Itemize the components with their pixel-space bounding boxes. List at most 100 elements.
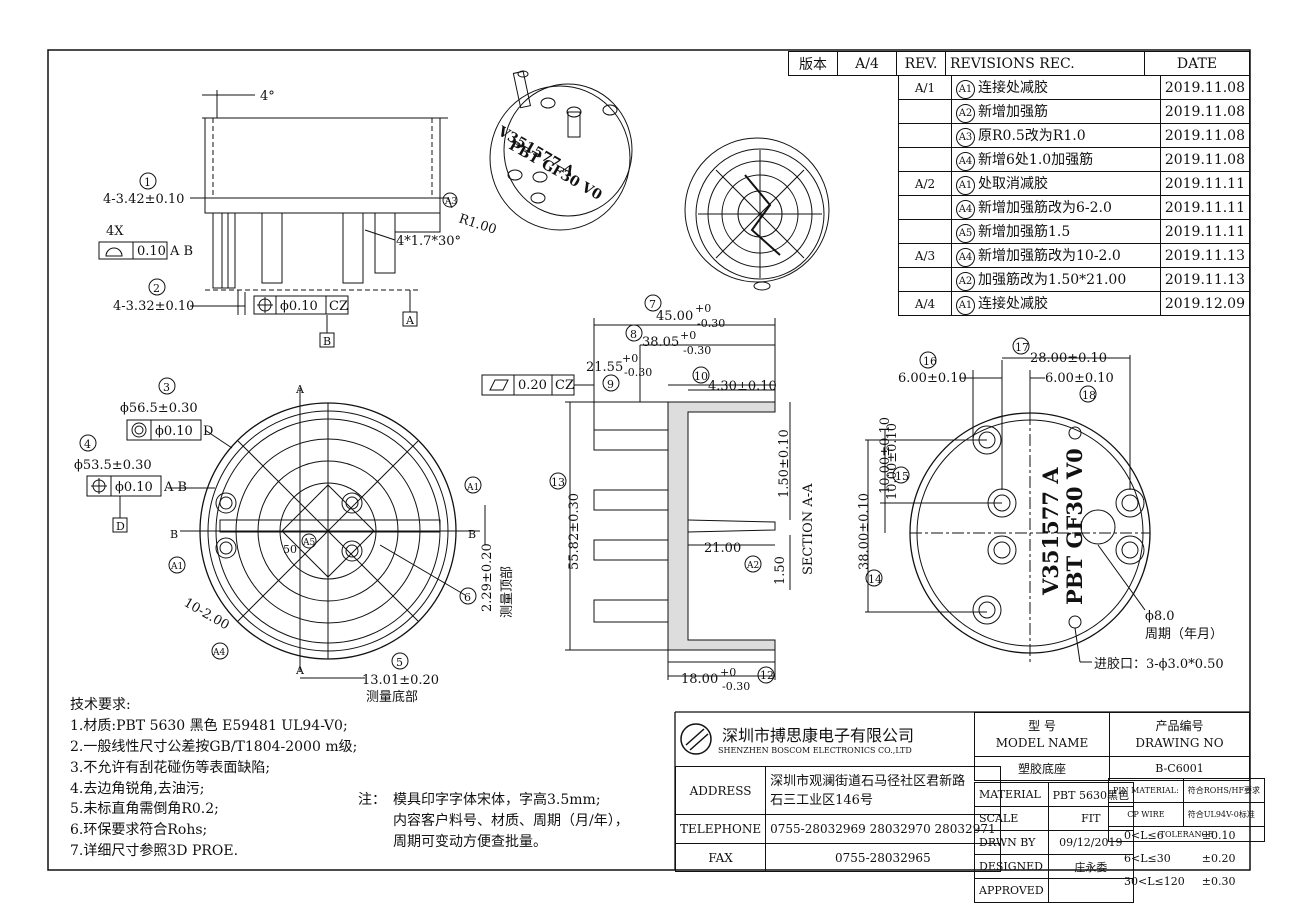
chamfer-dim: 4*1.7*30° <box>396 234 461 249</box>
callout-1: 1 <box>144 176 151 189</box>
callout-6: 6 <box>464 591 471 604</box>
dim-150b: 1.50 <box>773 556 788 585</box>
model-label-en: MODEL NAME <box>995 735 1089 750</box>
date-cell: 2019.11.11 <box>1159 195 1251 220</box>
rev-cell: A/4 <box>898 291 952 316</box>
dim-8-upper: +0 <box>680 329 696 342</box>
table-row: 30<L≤120±0.30 <box>1120 870 1245 893</box>
dim-14: 38.00±0.10 <box>857 493 872 570</box>
bottom-view-labels: 3 ϕ56.5±0.30 ϕ0.10 D 4 ϕ53.5±0.30 ϕ0.10 … <box>74 381 515 705</box>
approved-value <box>1047 878 1134 903</box>
rev-cell <box>898 123 952 148</box>
records-header: REVISIONS REC. <box>945 51 1145 76</box>
record-text: 新增加强筋改为10-2.0 <box>978 247 1121 264</box>
wire-value: 符合UL94V-0标准 <box>1182 802 1266 827</box>
callout-2: 2 <box>153 282 160 295</box>
company-name-cn: 深圳市搏思康电子有限公司 <box>722 726 915 745</box>
date-cell: 2019.11.13 <box>1159 243 1251 268</box>
callout-15: 15 <box>895 470 909 483</box>
pin-label: PIN MATERIAL: <box>1108 778 1184 803</box>
dim-9-lower: -0.30 <box>624 366 652 379</box>
record-text: 连接处减胶 <box>978 79 1048 96</box>
date-cell: 2019.11.13 <box>1159 267 1251 292</box>
callout-8: 8 <box>630 328 637 341</box>
section-labels: 7 45.00 +0 -0.30 8 38.05 +0 -0.30 21.55 … <box>518 298 816 693</box>
drawn-label: DRWN BY <box>974 830 1049 855</box>
rev-cell <box>898 219 952 244</box>
section-label: SECTION A-A <box>801 483 816 575</box>
rev-mark: A2 <box>956 103 975 123</box>
rev-mark-a3: A3 <box>444 197 457 207</box>
note-line: 模具印字字体宋体，字高3.5mm; <box>393 791 601 808</box>
rev-mark-a2: A2 <box>746 561 759 571</box>
record-text: 原R0.5改为R1.0 <box>978 127 1086 144</box>
product-header: 产品编号 DRAWING NO <box>1109 712 1250 757</box>
dim-17: 28.00±0.10 <box>1030 351 1107 366</box>
dim-5: 13.01±0.20 <box>362 673 439 688</box>
callout-17: 17 <box>1015 341 1029 354</box>
position-value: ϕ0.10 <box>280 299 318 314</box>
rev-header: REV. <box>896 51 946 76</box>
company-logo <box>680 723 712 755</box>
dim-17b: 6.00±0.10 <box>1045 371 1114 386</box>
rev-mark-a1-right: A1 <box>466 483 479 493</box>
tech-notes: 技术要求: 1.材质:PBT 5630 黑色 E59481 UL94-V0; 2… <box>70 697 357 859</box>
date-header: DATE <box>1144 51 1250 76</box>
date-cell: 2019.11.11 <box>1159 219 1251 244</box>
rev-cell: A/2 <box>898 171 952 196</box>
revision-table: 版本 A/4 REV. REVISIONS REC. DATE <box>788 51 1250 76</box>
section-a-bottom: A <box>295 664 305 677</box>
date-cell: 2019.12.09 <box>1159 291 1251 316</box>
position4-value: ϕ0.10 <box>115 480 153 495</box>
telephone-value: 0755-28032969 28032970 28032971 <box>765 814 1001 844</box>
dim-5-note: 测量底部 <box>366 689 418 705</box>
dim-6-note: 测量顶部 <box>500 566 515 618</box>
rev-mark: A4 <box>956 247 975 267</box>
dim-16: 6.00±0.10 <box>898 371 967 386</box>
tech-item: 3.不允许有刮花碰伤等表面缺陷; <box>70 759 270 776</box>
rev-mark: A3 <box>956 127 975 147</box>
fax-value: 0755-28032965 <box>765 843 1001 872</box>
product-label-en: DRAWING NO <box>1135 735 1224 750</box>
wire-label: CP WIRE <box>1108 802 1184 827</box>
contact-table: ADDRESS 深圳市观澜街道石马径社区君新路 石三工业区146号 TELEPH… <box>674 766 1001 872</box>
tech-item: 4.去边角锐角,去油污; <box>70 781 205 797</box>
tech-item: 5.未标直角需倒角R0.2; <box>70 800 219 817</box>
dim-7: 45.00 <box>656 309 693 324</box>
bottom-view <box>79 377 486 679</box>
radius-dim: R1.00 <box>457 212 498 238</box>
product-label-cn: 产品编号 <box>1155 718 1204 733</box>
address-line-1: 深圳市观澜街道石马径社区君新路 <box>770 773 966 789</box>
version-label: 版本 <box>788 51 838 76</box>
flatness-ref: CZ <box>555 378 574 393</box>
material-label: MATERIAL <box>974 782 1049 807</box>
callout-14: 14 <box>868 573 882 586</box>
callout-5: 5 <box>396 656 403 669</box>
address-line-2: 石三工业区146号 <box>770 792 873 808</box>
rev-cell: A/3 <box>898 243 952 268</box>
rev-mark: A1 <box>956 175 975 195</box>
dim-15b: 10.00±0.10 <box>885 423 900 500</box>
tol-value: ±0.10 <box>1201 829 1236 842</box>
record-text: 新增加强筋改为6-2.0 <box>978 199 1112 216</box>
date-cell: 2019.11.08 <box>1159 123 1251 148</box>
dim-9-upper: +0 <box>622 352 638 365</box>
dim-150a: 1.50±0.10 <box>777 429 792 498</box>
dim-9: 21.55 <box>586 360 623 375</box>
callout-10: 10 <box>694 370 708 383</box>
record-text: 连接处减胶 <box>978 295 1048 312</box>
dim-2: 4-3.32±0.10 <box>113 299 194 314</box>
callout-13: 13 <box>551 476 565 489</box>
draft-angle: 4° <box>260 89 275 104</box>
address-label: ADDRESS <box>674 766 767 815</box>
position4-ref: A B <box>163 480 187 495</box>
